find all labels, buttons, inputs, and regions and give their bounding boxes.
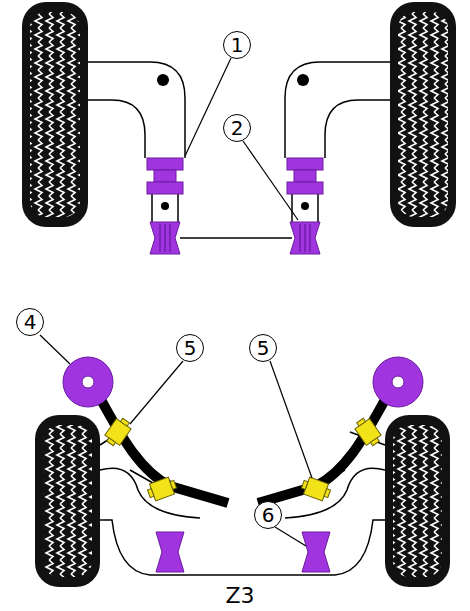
link-bushing [150,222,320,254]
callout-number: 5 [184,338,197,358]
callout-number: 4 [24,312,37,332]
control-arm [88,62,390,238]
wheel [35,415,100,587]
callout-circle: 2 [223,114,251,142]
caption: Z3 [225,583,254,608]
pivot-dot [297,74,309,86]
callout-number: 1 [231,35,244,55]
callout-circle: 6 [254,501,282,529]
callout-number: 5 [257,338,270,358]
wheel [385,415,450,587]
wheel [22,2,88,227]
rear-arm [100,432,385,575]
drop-link-bushing [63,357,423,407]
rear-arm-bushing [156,532,330,572]
callout-number: 6 [262,505,275,525]
bar-clamp-bushing [103,415,384,502]
leader-line [40,58,312,546]
callout-circle: 4 [16,308,44,336]
callout-circle: 5 [176,334,204,362]
wheel [390,2,456,227]
stem-dot [161,202,169,210]
stem-dot [301,202,309,210]
callout-number: 2 [231,118,244,138]
callout-circle: 5 [249,334,277,362]
spool-bushing [147,158,323,194]
pivot-dot [157,74,169,86]
anti-roll-bar [100,398,386,503]
callout-circle: 1 [223,31,251,59]
